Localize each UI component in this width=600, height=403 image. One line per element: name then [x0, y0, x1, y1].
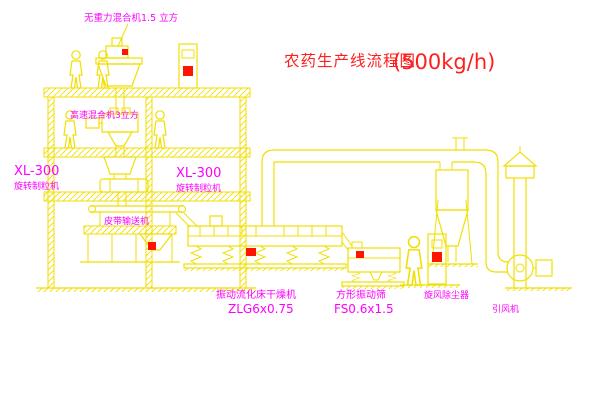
feed-hopper-station: [80, 225, 180, 263]
person: [405, 235, 423, 286]
gravity-mixer: [95, 23, 143, 114]
building-frame: [36, 87, 256, 292]
label-screen-name: 方形振动筛: [336, 288, 386, 301]
label-mill-name: 旋转制粒机: [14, 180, 59, 192]
vortex-outlet: [452, 137, 468, 150]
ground-hatch: [36, 288, 256, 292]
person: [96, 50, 110, 89]
vibration-motor: [246, 248, 256, 256]
label-granulator-model: XL-300: [176, 166, 221, 181]
label-granulator-name: 旋转制粒机: [176, 182, 221, 194]
label-high-speed-mixer: 高速混合机3立方: [70, 109, 139, 121]
cabinet-indicator: [432, 252, 442, 262]
person: [69, 50, 83, 89]
leader-line: [117, 23, 129, 47]
label-cyclone: 旋风除尘器: [424, 289, 469, 301]
motor-indicator: [122, 49, 128, 55]
label-belt-conveyor: 皮带输送机: [104, 215, 149, 227]
person: [153, 110, 167, 149]
label-dryer-name: 振动流化床干燥机: [216, 288, 296, 301]
label-screen-model: FS0.6x1.5: [334, 302, 394, 316]
label-fan: 引风机: [492, 303, 519, 315]
cabinet-indicator: [183, 66, 193, 76]
page-title: 农药生产线流程图: [284, 52, 416, 70]
label-top-mixer: 无重力混合机1.5 立方: [84, 12, 178, 24]
label-dryer-model: ZLG6x0.75: [228, 302, 294, 316]
belt-conveyor: [88, 205, 199, 228]
vibrating-screen: [341, 241, 405, 289]
fluid-bed-dryer: [183, 215, 353, 271]
high-speed-mixer: [85, 107, 139, 157]
exhaust-stack: [502, 146, 538, 288]
induced-draft-fan: [505, 254, 572, 291]
control-cabinet-1: [178, 43, 198, 89]
screen-motor: [356, 251, 364, 258]
feeder-motor: [148, 242, 156, 250]
exhaust-duct: [261, 137, 509, 273]
page-title-capacity: (500kg/h): [393, 50, 495, 74]
rotary-granulator: [99, 156, 149, 206]
cyclone: [428, 169, 478, 267]
label-mill-model: XL-300: [14, 164, 59, 179]
